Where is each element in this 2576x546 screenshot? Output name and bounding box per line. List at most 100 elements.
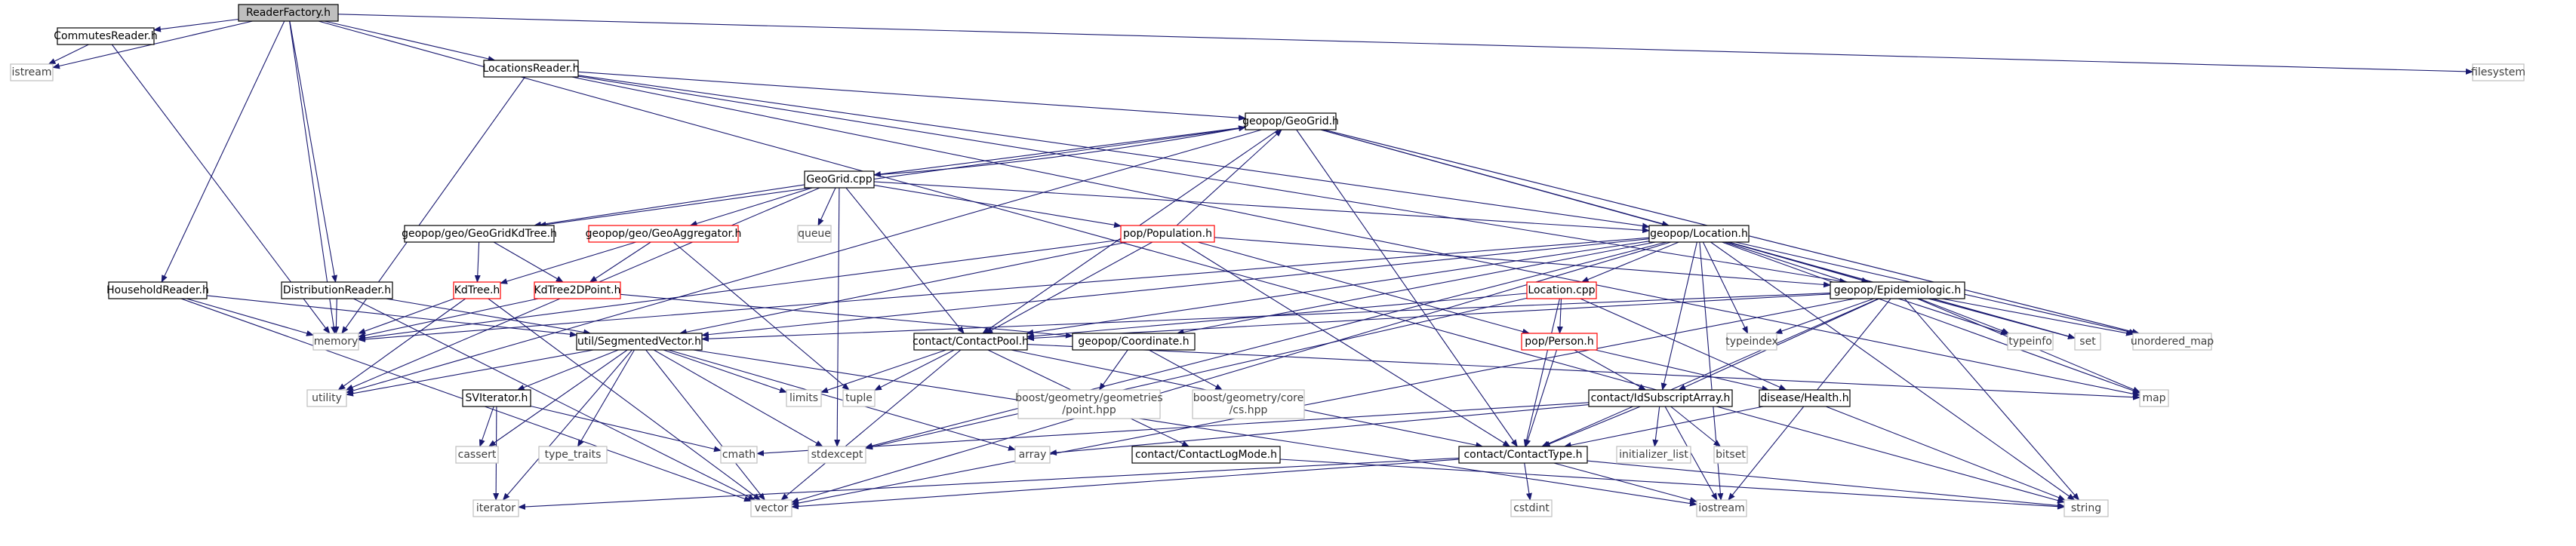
node-array: array <box>1014 446 1051 464</box>
node-health-box[interactable] <box>1759 389 1851 407</box>
node-locationsreader-box[interactable] <box>483 60 579 78</box>
node-boost_point-label: boost/geometry/geometries <box>1015 392 1162 404</box>
edge-locationsreader-to-epidemiologic <box>577 75 1848 284</box>
node-idsubscriptarray[interactable]: contact/IdSubscriptArray.h <box>1588 389 1733 407</box>
edge-segmentedvector-to-utility <box>346 349 594 397</box>
node-geoaggregator[interactable]: geopop/geo/GeoAggregator.h <box>586 225 742 243</box>
node-array-box <box>1014 446 1051 464</box>
edge-contacttype-to-iterator <box>518 457 1460 510</box>
node-coordinate-box[interactable] <box>1072 333 1196 351</box>
node-kdtree-box[interactable] <box>453 281 501 299</box>
node-sviterator[interactable]: SVIterator.h <box>462 389 531 407</box>
node-contactpool-box[interactable] <box>913 333 1028 351</box>
node-kdtree2d-label: KdTree2DPoint.h <box>534 284 620 296</box>
node-epidemiologic[interactable]: geopop/Epidemiologic.h <box>1830 281 1965 299</box>
node-distributionreader-box[interactable] <box>281 281 393 299</box>
node-vector-label: vector <box>755 502 789 514</box>
edge-location_h-to-string <box>1710 241 2076 501</box>
edge-geoaggregator-to-kdtree2d <box>589 241 651 283</box>
node-kdtree_geogrid[interactable]: geopop/geo/GeoGridKdTree.h <box>402 225 557 243</box>
edge-idsubscriptarray-to-initializer_list <box>1652 406 1660 447</box>
node-population[interactable]: pop/Population.h <box>1120 225 1215 243</box>
edge-epidemiologic-to-typeinfo <box>1919 298 2010 334</box>
node-readerfactory[interactable]: ReaderFactory.h <box>238 4 339 22</box>
node-istream-box <box>10 63 54 81</box>
edge-geogrid_cpp-to-queue <box>817 187 836 226</box>
edge-geogrid_h-to-utility <box>346 129 1262 394</box>
node-location_h[interactable]: geopop/Location.h <box>1648 225 1750 243</box>
edge-kdtree2d-to-memory <box>358 298 539 339</box>
node-geogrid_h-box[interactable] <box>1245 112 1337 130</box>
edge-geogrid_cpp-to-geogrid_h <box>873 125 1246 176</box>
node-geoaggregator-box[interactable] <box>588 225 739 243</box>
edge-epidemiologic-to-string <box>1904 298 2080 501</box>
node-population-box[interactable] <box>1120 225 1215 243</box>
node-cassert-box <box>455 446 499 464</box>
edge-geogrid_cpp-to-stdexcept <box>834 187 841 447</box>
node-health[interactable]: disease/Health.h <box>1759 389 1851 407</box>
node-coordinate[interactable]: geopop/Coordinate.h <box>1072 333 1196 351</box>
node-commutesreader[interactable]: CommutesReader.h <box>54 27 158 45</box>
node-commutesreader-box[interactable] <box>57 27 155 45</box>
node-cstdint-label: cstdint <box>1513 502 1550 514</box>
node-sviterator-box[interactable] <box>462 389 531 407</box>
node-distributionreader[interactable]: DistributionReader.h <box>281 281 393 299</box>
node-contactlogmode-box[interactable] <box>1131 446 1281 464</box>
edge-location_h-to-vector <box>791 241 1672 504</box>
node-kdtree2d-box[interactable] <box>534 281 621 299</box>
edge-location_h-to-map <box>1722 241 2141 394</box>
node-contactlogmode[interactable]: contact/ContactLogMode.h <box>1131 446 1281 464</box>
node-readerfactory-box[interactable] <box>238 4 339 22</box>
node-geogrid_h[interactable]: geopop/GeoGrid.h <box>1242 112 1339 130</box>
node-readerfactory-label: ReaderFactory.h <box>246 7 331 19</box>
node-contacttype-box[interactable] <box>1458 446 1588 464</box>
edge-locationsreader-to-location_h <box>577 75 1650 229</box>
edge-readerfactory-to-filesystem <box>337 14 2473 75</box>
node-kdtree2d[interactable]: KdTree2DPoint.h <box>534 281 621 299</box>
node-kdtree_geogrid-box[interactable] <box>404 225 555 243</box>
node-contacttype[interactable]: contact/ContactType.h <box>1458 446 1588 464</box>
node-typeindex-box <box>1726 333 1777 351</box>
node-tuple-box <box>842 389 876 407</box>
node-idsubscriptarray-box[interactable] <box>1588 389 1733 407</box>
node-person[interactable]: pop/Person.h <box>1521 333 1598 351</box>
node-householdreader[interactable]: HouseholdReader.h <box>106 281 209 299</box>
node-contactpool[interactable]: contact/ContactPool.h <box>913 333 1029 351</box>
edge-idsubscriptarray-to-cmath <box>756 402 1590 456</box>
edge-kdtree-to-memory <box>358 298 454 334</box>
edge-location_cpp-to-stdexcept <box>865 297 1528 450</box>
edge-location_h-to-typeindex <box>1702 241 1749 334</box>
edge-epidemiologic-to-set <box>1928 298 2076 339</box>
node-limits: limits <box>786 389 822 407</box>
edge-location_cpp-to-contacttype <box>1523 298 1560 447</box>
node-memory-label: memory <box>314 336 359 348</box>
node-cassert: cassert <box>455 446 499 464</box>
edge-distributionreader-to-segmentedvector <box>386 298 592 336</box>
node-location_cpp-box[interactable] <box>1526 281 1597 299</box>
node-segmentedvector[interactable]: util/SegmentedVector.h <box>576 333 703 351</box>
node-vector-box <box>750 499 792 517</box>
edge-coordinate-to-boost_cs <box>1148 349 1223 391</box>
node-person-box[interactable] <box>1521 333 1598 351</box>
node-kdtree[interactable]: KdTree.h <box>453 281 501 299</box>
node-boost_cs-box <box>1192 389 1305 419</box>
node-segmentedvector-box[interactable] <box>576 333 703 351</box>
edge-kdtree-to-vector <box>488 298 762 501</box>
edge-person-to-health <box>1595 349 1770 391</box>
node-iostream-label: iostream <box>1698 502 1745 514</box>
edge-segmentedvector-to-cassert <box>488 349 628 447</box>
node-initializer_list-label: initializer_list <box>1619 449 1688 461</box>
edge-location_h-to-contactpool <box>1026 241 1650 336</box>
node-locationsreader[interactable]: LocationsReader.h <box>482 60 580 78</box>
edge-contacttype-to-vector <box>791 459 1460 510</box>
node-unordered_map-box <box>2132 333 2212 351</box>
node-typeinfo-box <box>2007 333 2054 351</box>
node-location_cpp[interactable]: Location.cpp <box>1526 281 1597 299</box>
node-cstdint: cstdint <box>1510 499 1553 517</box>
node-epidemiologic-box[interactable] <box>1830 281 1965 299</box>
node-geogrid_cpp-box[interactable] <box>804 170 875 189</box>
node-householdreader-box[interactable] <box>108 281 208 299</box>
node-location_h-box[interactable] <box>1648 225 1750 243</box>
node-geogrid_cpp[interactable]: GeoGrid.cpp <box>804 170 875 189</box>
edge-locationsreader-to-map <box>571 76 2141 397</box>
